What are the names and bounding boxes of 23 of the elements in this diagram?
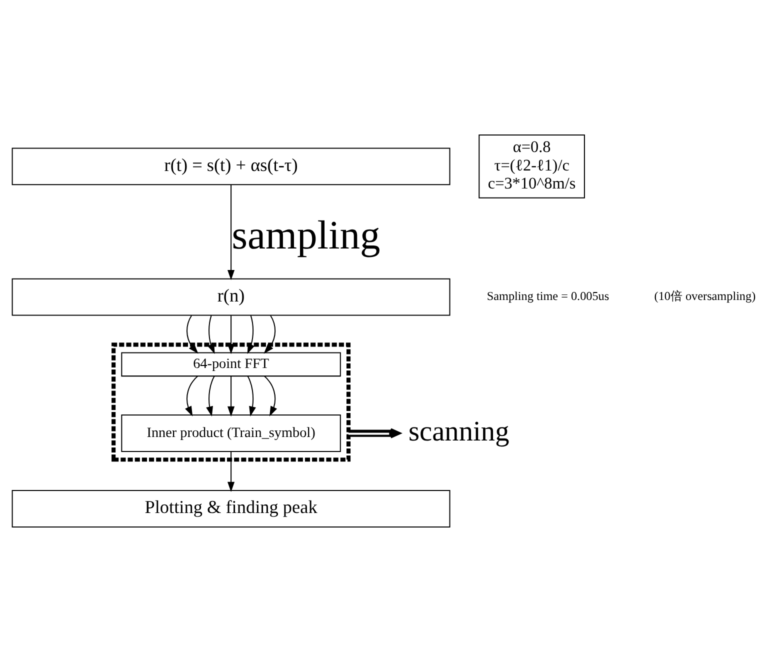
node-box: 64-point FFT [121,352,341,376]
arrow [227,451,235,492]
arrow [247,314,254,354]
label: (10倍 oversampling) [654,288,756,303]
arrow [227,184,235,280]
node-box: Inner product (Train_symbol) [121,414,341,452]
label: Sampling time = 0.005us [486,288,610,303]
edge-label: sampling [232,212,380,257]
arrow [206,375,215,416]
node-box: r(t) = s(t) + αs(t-τ) [12,147,450,185]
node-box: r(n) [12,278,450,316]
arrow [208,314,215,354]
arrow [264,375,278,416]
node-text: scanning [408,416,510,447]
arrow [264,314,276,354]
node-box: Plotting & finding peak [12,489,450,527]
node-box: α=0.8 τ=(ℓ2-ℓ1)/c c=3*10^8m/s [478,134,585,198]
arrow [348,428,400,438]
arrow [247,375,256,416]
arrow [227,315,235,354]
arrow [227,376,235,416]
arrow [185,375,198,416]
arrow [186,314,198,354]
